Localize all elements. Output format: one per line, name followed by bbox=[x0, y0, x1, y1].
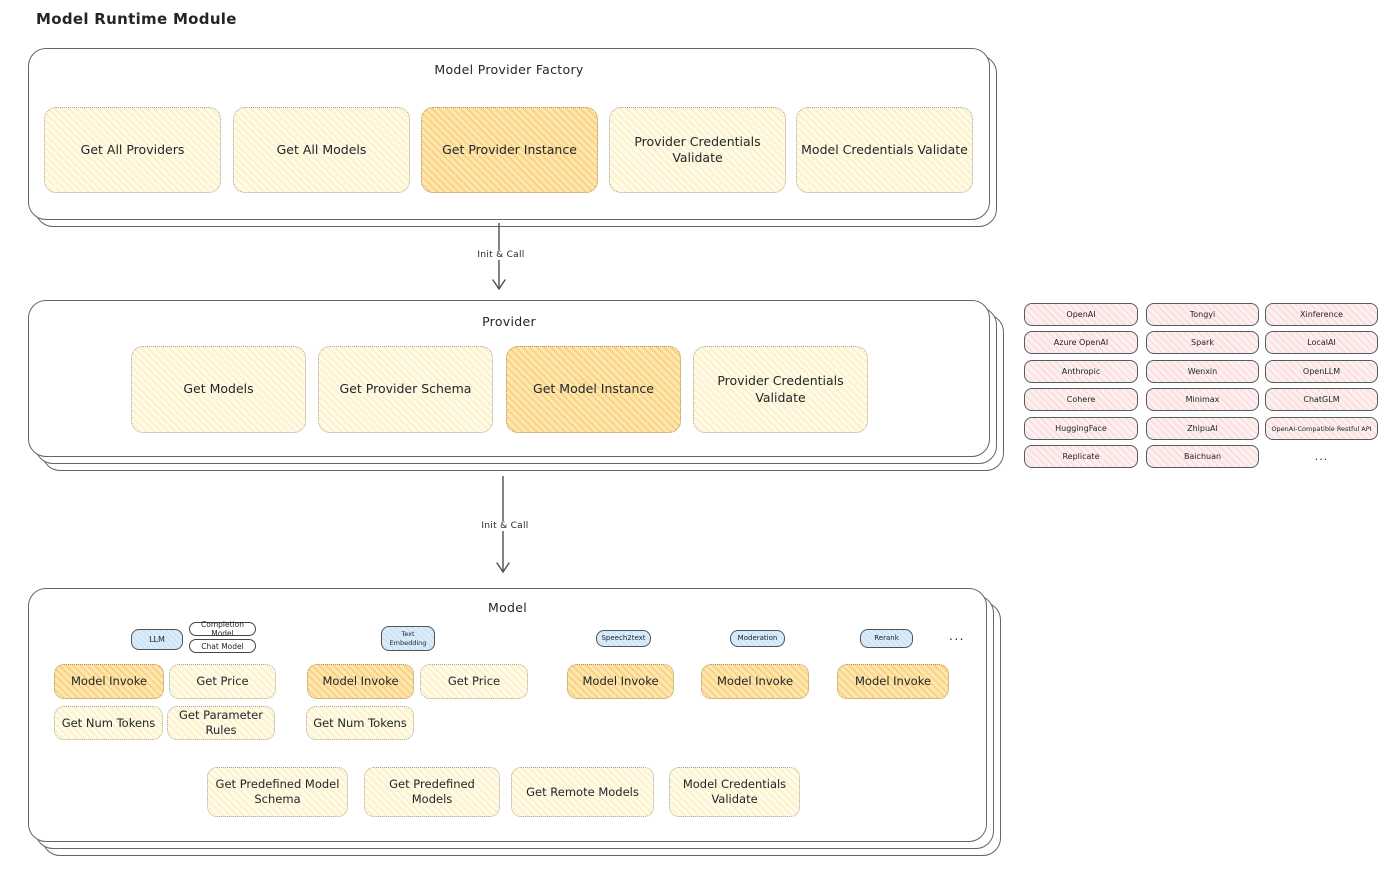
provider-chip-zhipuai: ZhipuAI bbox=[1146, 417, 1259, 440]
provider-chip-openai-compatible: OpenAI-Compatible Restful API bbox=[1265, 417, 1378, 440]
node-model-invoke-moderation: Model Invoke bbox=[701, 664, 809, 699]
node-get-num-tokens-text-embedding: Get Num Tokens bbox=[306, 706, 414, 740]
arrow-label-init-call-2: Init & Call bbox=[465, 521, 545, 531]
node-get-price-llm: Get Price bbox=[169, 664, 276, 699]
provider-chip-openai: OpenAI bbox=[1024, 303, 1138, 326]
page-title: Model Runtime Module bbox=[36, 10, 237, 28]
provider-chip-localai: LocalAI bbox=[1265, 331, 1378, 354]
tag-text-embedding: Text Embedding bbox=[381, 626, 435, 651]
tag-completion-model: Completion Model bbox=[189, 620, 256, 638]
arrow-factory-to-provider bbox=[492, 223, 506, 291]
provider-chip-huggingface: HuggingFace bbox=[1024, 417, 1138, 440]
provider-chip-spark: Spark bbox=[1146, 331, 1259, 354]
node-model-invoke-text-embedding: Model Invoke bbox=[307, 664, 414, 699]
node-get-predefined-model-schema: Get Predefined Model Schema bbox=[207, 767, 348, 817]
provider-chip-wenxin: Wenxin bbox=[1146, 360, 1259, 383]
node-get-remote-models: Get Remote Models bbox=[511, 767, 654, 817]
node-get-price-text-embedding: Get Price bbox=[420, 664, 528, 699]
provider-chip-openllm: OpenLLM bbox=[1265, 360, 1378, 383]
factory-box: Model Provider Factory Get All Providers… bbox=[28, 48, 990, 220]
tag-moderation: Moderation bbox=[730, 630, 785, 647]
node-model-invoke-speech2text: Model Invoke bbox=[567, 664, 674, 699]
node-provider-credentials-validate: Provider Credentials Validate bbox=[609, 107, 786, 193]
node-get-models: Get Models bbox=[131, 346, 306, 433]
node-model-credentials-validate-2: Model Credentials Validate bbox=[669, 767, 800, 817]
node-get-provider-schema: Get Provider Schema bbox=[318, 346, 493, 433]
factory-title: Model Provider Factory bbox=[434, 62, 584, 77]
provider-chip-cohere: Cohere bbox=[1024, 388, 1138, 411]
node-get-all-models: Get All Models bbox=[233, 107, 410, 193]
provider-chip-tongyi: Tongyi bbox=[1146, 303, 1259, 326]
provider-box: Provider Get Models Get Provider Schema … bbox=[28, 300, 990, 457]
node-get-provider-instance: Get Provider Instance bbox=[421, 107, 598, 193]
tag-more: ... bbox=[949, 629, 965, 643]
tag-chat-model: Chat Model bbox=[189, 639, 256, 653]
node-model-credentials-validate: Model Credentials Validate bbox=[796, 107, 973, 193]
provider-chip-minimax: Minimax bbox=[1146, 388, 1259, 411]
model-box: Model LLM Completion Model Chat Model Te… bbox=[28, 588, 987, 842]
node-model-invoke-rerank: Model Invoke bbox=[837, 664, 949, 699]
provider-chip-xinference: Xinference bbox=[1265, 303, 1378, 326]
provider-title: Provider bbox=[482, 314, 536, 329]
node-model-invoke-llm: Model Invoke bbox=[54, 664, 164, 699]
provider-chip-baichuan: Baichuan bbox=[1146, 445, 1259, 468]
provider-chip-azure-openai: Azure OpenAI bbox=[1024, 331, 1138, 354]
tag-speech2text: Speech2text bbox=[596, 630, 651, 647]
node-get-predefined-models: Get Predefined Models bbox=[364, 767, 500, 817]
node-get-model-instance: Get Model Instance bbox=[506, 346, 681, 433]
provider-chip-chatglm: ChatGLM bbox=[1265, 388, 1378, 411]
node-get-all-providers: Get All Providers bbox=[44, 107, 221, 193]
tag-rerank: Rerank bbox=[860, 629, 913, 648]
node-get-parameter-rules: Get Parameter Rules bbox=[167, 706, 275, 740]
provider-chip-more: ... bbox=[1314, 450, 1329, 463]
model-title: Model bbox=[487, 600, 528, 615]
node-get-num-tokens-llm: Get Num Tokens bbox=[54, 706, 163, 740]
tag-llm: LLM bbox=[131, 629, 183, 650]
node-provider-credentials-validate-2: Provider Credentials Validate bbox=[693, 346, 868, 433]
provider-chip-anthropic: Anthropic bbox=[1024, 360, 1138, 383]
provider-chip-replicate: Replicate bbox=[1024, 445, 1138, 468]
arrow-label-init-call-1: Init & Call bbox=[461, 250, 541, 260]
